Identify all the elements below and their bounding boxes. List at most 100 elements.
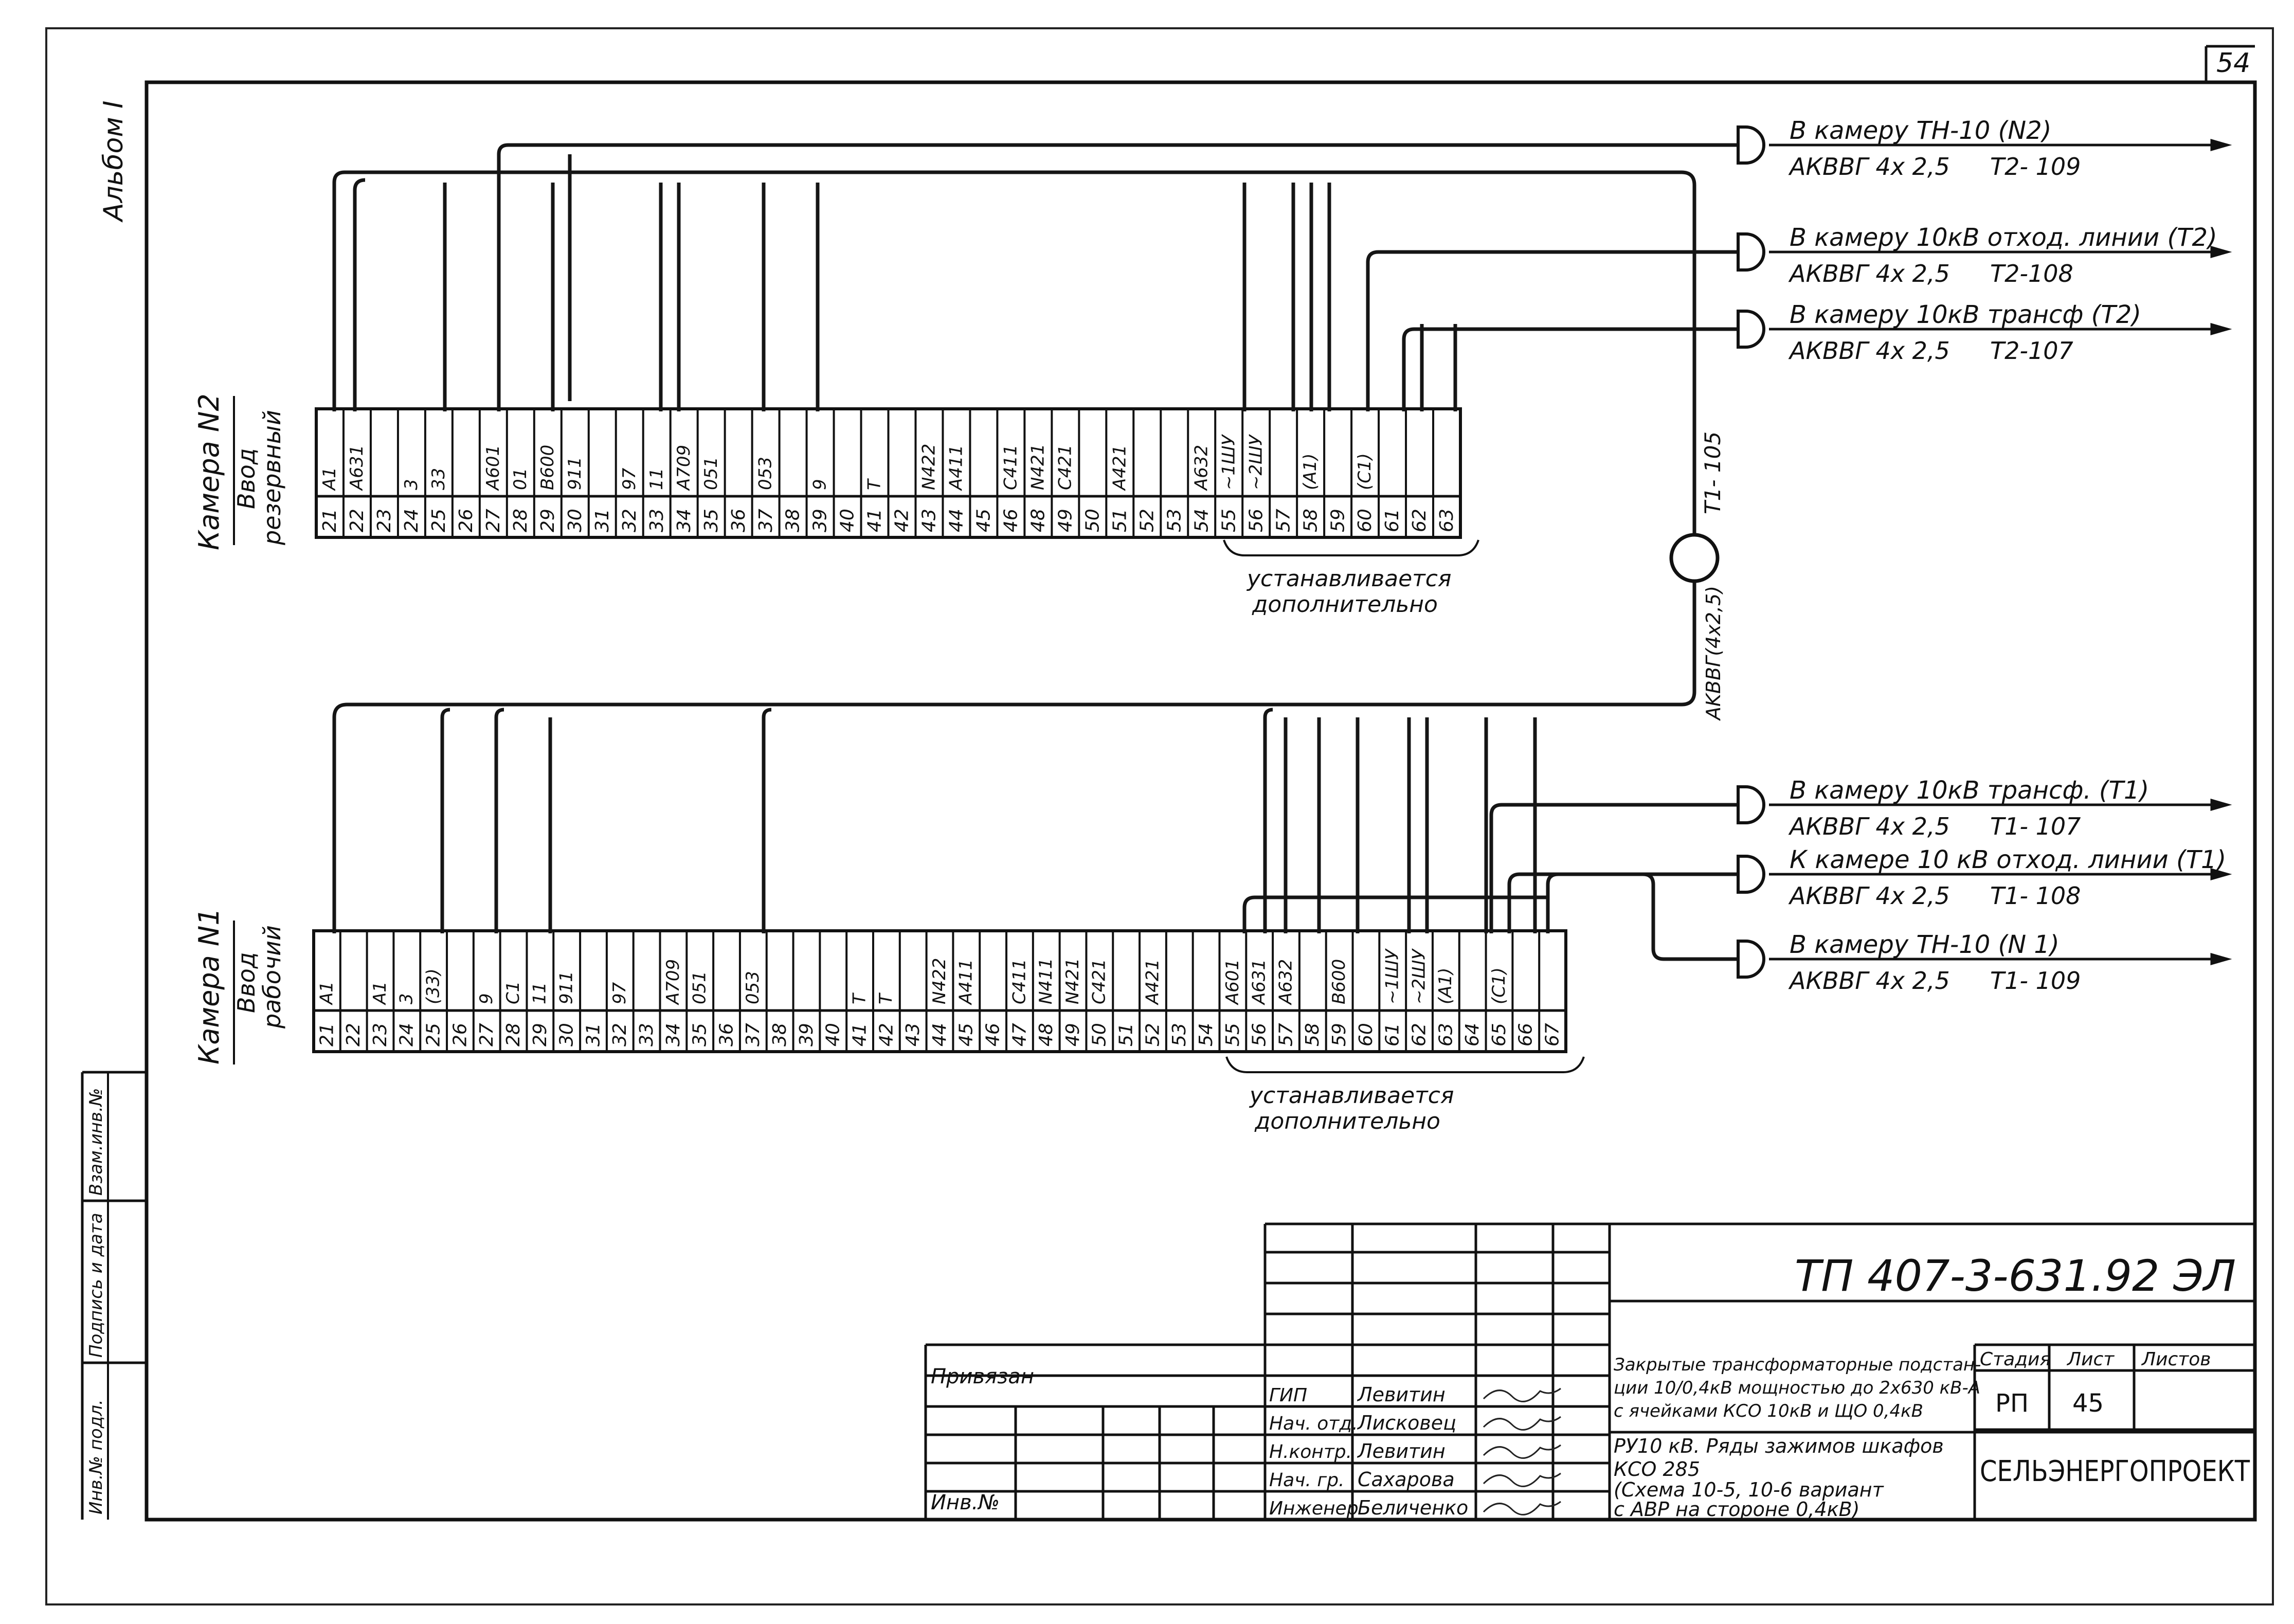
arrow-head-icon: [2210, 246, 2232, 258]
terminal-label: N422: [929, 958, 950, 1004]
destination-code: T2- 109: [1990, 153, 2081, 181]
terminal-number: 55: [1218, 509, 1239, 532]
terminal-number: 32: [619, 509, 640, 532]
cable-connector: [1669, 533, 1720, 583]
terminal-label: 3: [401, 479, 422, 490]
terminal-number: 48: [1028, 509, 1049, 532]
terminal-label: 9: [810, 479, 830, 490]
terminal-number: 63: [1436, 509, 1457, 532]
terminal-label: (C1): [1354, 453, 1375, 490]
destination-2: В камеру 10кВ отход. линии (T2)АКВВГ 4х …: [1737, 223, 2232, 287]
wiring: [332, 143, 1738, 961]
sheet-title-line2: КСО 285: [1614, 1458, 1700, 1481]
terminal-number: 46: [1001, 509, 1022, 532]
terminal-label: A411: [956, 959, 977, 1005]
terminal-number: 39: [796, 1023, 817, 1046]
terminal-number: 62: [1409, 509, 1430, 532]
terminal-label: A1: [316, 981, 337, 1005]
terminal-number: 40: [823, 1023, 844, 1046]
sheet-value: 45: [2072, 1389, 2104, 1418]
terminal-number: 41: [849, 1023, 870, 1046]
sheet-title-line1: РУ10 кВ. Ряды зажимов шкафов: [1614, 1435, 1944, 1457]
terminal-number: 24: [401, 509, 422, 532]
terminal-label: B600: [1329, 959, 1349, 1004]
camera1-input: Ввод: [232, 952, 260, 1013]
wire-transf-t2: [1402, 327, 1738, 411]
stage-label: Стадия: [1980, 1349, 2051, 1370]
arrow-head-icon: [2210, 868, 2232, 880]
wire-otkhod-t2: [1366, 250, 1738, 411]
terminal-number: 36: [728, 509, 749, 532]
signature-scribble: [1483, 1501, 1561, 1515]
sheet-number: 54: [2216, 48, 2250, 79]
terminal-number: 58: [1300, 509, 1321, 532]
terminal-number: 38: [783, 509, 804, 532]
terminal-label: (A1): [1435, 968, 1456, 1004]
plug-icon: [1737, 310, 1765, 349]
destination-cable: АКВВГ 4х 2,5: [1788, 813, 1950, 840]
plug-icon: [1737, 785, 1765, 824]
terminal-label: 97: [619, 467, 640, 490]
title-block: [924, 1222, 2255, 1520]
terminal-label: ~2ШУ: [1408, 948, 1429, 1004]
terminal-number: 23: [370, 1023, 391, 1046]
terminal-number: 34: [674, 509, 695, 532]
terminal-number: 57: [1275, 1023, 1296, 1046]
stamp-vzam-inv: Взам.инв.№: [86, 1088, 106, 1196]
terminal-number: 44: [946, 509, 967, 532]
terminal-label: C411: [1000, 444, 1021, 490]
terminal-number: 49: [1055, 509, 1076, 532]
terminal-number: 64: [1462, 1023, 1483, 1046]
terminal-label: 01: [510, 468, 531, 490]
terminal-label: 97: [609, 982, 630, 1004]
camera2-name: Камера N2: [193, 393, 225, 550]
terminal-label: 33: [428, 468, 449, 490]
terminal-number: 43: [902, 1023, 924, 1046]
terminal-label: C1: [503, 981, 523, 1004]
terminal-number: 25: [423, 1023, 444, 1046]
terminal-number: 51: [1116, 1023, 1137, 1046]
terminal-number: 60: [1354, 509, 1376, 532]
terminal-number: 27: [483, 509, 504, 532]
terminal-label: N422: [919, 444, 940, 490]
camera1-input-type: рабочий: [258, 925, 286, 1029]
terminal-label: N421: [1062, 958, 1083, 1004]
album-label: Альбом I: [98, 101, 129, 223]
terminal-label: 9: [476, 993, 497, 1004]
terminal-number: 39: [810, 509, 831, 532]
terminal-label: 911: [556, 971, 577, 1004]
note-bracket: [1225, 1056, 1585, 1073]
signatory-role: ГИП: [1269, 1385, 1307, 1406]
destination-code: T1- 109: [1990, 967, 2081, 995]
terminal-label: A709: [674, 445, 694, 491]
terminal-label: A632: [1191, 445, 1212, 491]
destination-title: В камеру 10кВ отход. линии (T2): [1790, 223, 2217, 252]
terminal-label: A601: [1222, 959, 1243, 1005]
terminal-label: T: [864, 478, 885, 490]
plug-icon: [1737, 855, 1765, 894]
stamp-inv-podl: Инв.№ подл.: [86, 1399, 106, 1514]
plug-icon: [1737, 940, 1765, 979]
inv-no-label: Инв.№: [931, 1491, 1000, 1514]
terminal-label: 053: [743, 971, 763, 1004]
terminal-number: 57: [1273, 509, 1294, 532]
wire-bot-56: [1263, 708, 1273, 933]
arrow-head-icon: [2210, 139, 2232, 151]
destination-cable: АКВВГ 4х 2,5: [1788, 882, 1950, 910]
terminal-label: 051: [690, 971, 710, 1004]
terminal-number: 51: [1109, 509, 1130, 532]
privyazan-label: Привязан: [931, 1365, 1034, 1388]
destination-title: В камеру ТН-10 (N2): [1790, 116, 2051, 145]
terminal-label: 051: [701, 457, 721, 490]
outer-border: [45, 27, 2274, 1605]
terminal-number: 35: [701, 509, 722, 532]
terminal-number: 36: [716, 1023, 737, 1046]
terminal-number: 55: [1222, 1023, 1243, 1046]
terminal-label: T: [849, 993, 870, 1004]
destination-code: T1- 108: [1990, 882, 2081, 910]
terminal-label: A421: [1142, 959, 1163, 1005]
